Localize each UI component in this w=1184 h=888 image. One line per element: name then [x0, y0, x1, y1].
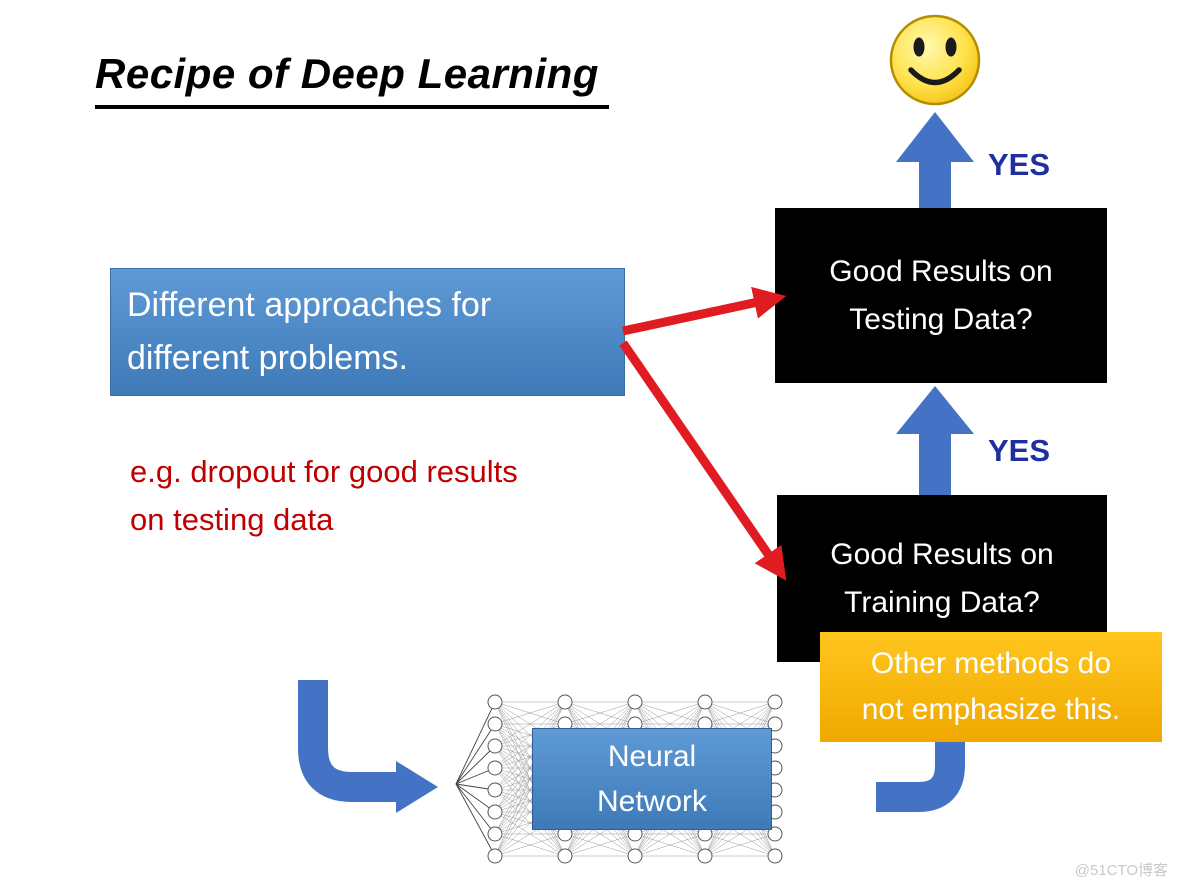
curved-arrow-to-network-icon — [298, 680, 438, 813]
up-arrow-to-testing-icon — [896, 386, 974, 505]
neural-network-label-box: Neural Network — [532, 728, 772, 830]
other-methods-callout: Other methods do not emphasize this. — [820, 632, 1162, 742]
different-approaches-callout: Different approaches for different probl… — [110, 268, 625, 396]
smiley-icon — [889, 14, 981, 106]
page-title: Recipe of Deep Learning — [95, 50, 609, 109]
yes-label-middle: YES — [988, 433, 1051, 468]
testing-data-question-box: Good Results on Testing Data? — [775, 208, 1107, 383]
red-arrow-to-testing-icon — [622, 286, 787, 336]
dropout-example-note: e.g. dropout for good results on testing… — [130, 454, 518, 538]
red-arrow-to-training-icon — [619, 340, 787, 581]
watermark: @51CTO博客 — [1074, 862, 1168, 879]
up-arrow-to-smiley-icon — [896, 112, 974, 220]
yes-label-top: YES — [988, 147, 1051, 182]
